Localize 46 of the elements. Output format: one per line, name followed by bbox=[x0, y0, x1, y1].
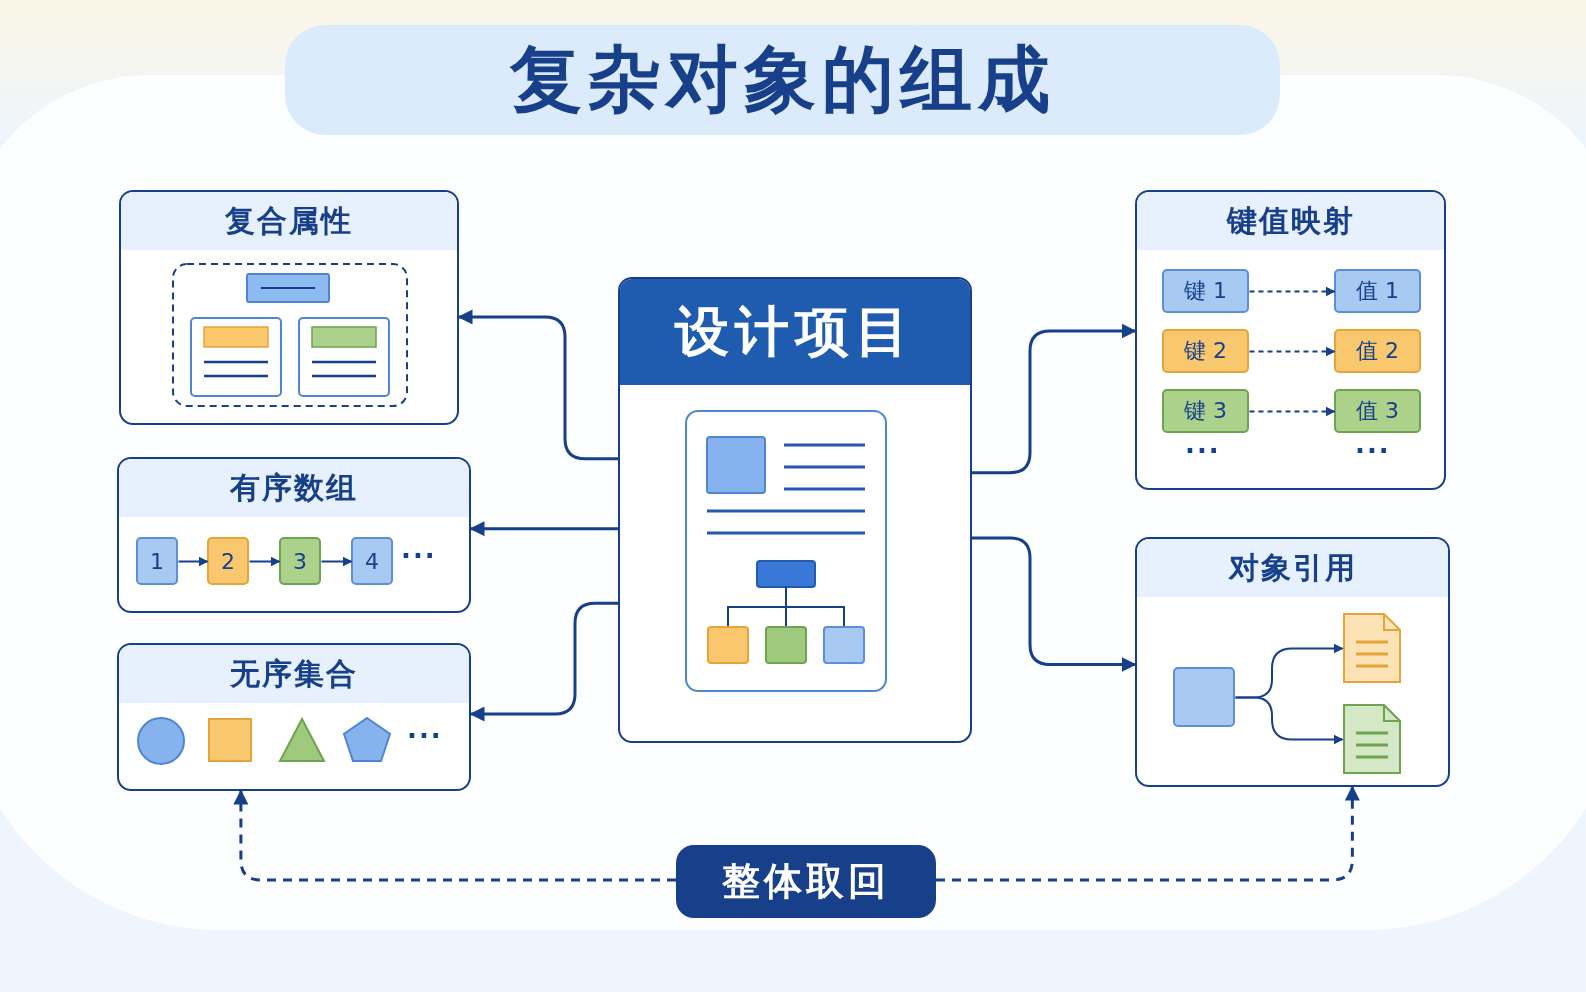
item-chip: 4 bbox=[351, 537, 393, 585]
arrow bbox=[469, 521, 618, 537]
panel-card bbox=[117, 457, 471, 613]
item-chip: 值 2 bbox=[1334, 329, 1421, 373]
item-chip: 键 2 bbox=[1162, 329, 1249, 373]
title: 复杂对象的组成 bbox=[509, 36, 1056, 123]
panel-title: 复合属性 bbox=[225, 201, 353, 240]
square-block bbox=[1173, 667, 1235, 727]
ellipsis: ··· bbox=[1355, 438, 1391, 464]
item-chip: 1 bbox=[136, 537, 178, 585]
panel-card bbox=[1135, 190, 1446, 490]
panel-card bbox=[1135, 537, 1450, 787]
arrow bbox=[972, 536, 1137, 672]
item-chip: 值 3 bbox=[1334, 389, 1421, 433]
item-chip: 2 bbox=[207, 537, 249, 585]
arrow bbox=[936, 785, 1360, 882]
arrow bbox=[457, 309, 618, 461]
action-pill bbox=[676, 845, 936, 918]
ellipsis: ··· bbox=[1185, 438, 1221, 464]
document-icon bbox=[1342, 703, 1402, 775]
item-chip: 键 3 bbox=[1162, 389, 1249, 433]
arrow bbox=[1248, 286, 1336, 297]
pill-label: 整体取回 bbox=[722, 858, 890, 905]
item-chip: 值 1 bbox=[1334, 269, 1421, 313]
arrow bbox=[1234, 696, 1344, 745]
panel-card bbox=[117, 643, 471, 791]
arrow bbox=[972, 323, 1137, 475]
panel-card bbox=[119, 190, 459, 425]
panel-title: 有序数组 bbox=[230, 468, 358, 507]
document-icon bbox=[1342, 612, 1402, 684]
ellipsis: ··· bbox=[407, 723, 443, 749]
panel-title: 设计项目 bbox=[675, 298, 915, 365]
item-chip: 键 1 bbox=[1162, 269, 1249, 313]
item-chip: 3 bbox=[279, 537, 321, 585]
arrow bbox=[1248, 406, 1336, 417]
main-card bbox=[618, 277, 972, 743]
panel-title: 对象引用 bbox=[1228, 548, 1357, 587]
arrow bbox=[469, 601, 618, 722]
arrow bbox=[1248, 346, 1336, 357]
panel-title: 无序集合 bbox=[230, 654, 358, 693]
arrow bbox=[177, 556, 209, 567]
ellipsis: ··· bbox=[401, 543, 437, 569]
arrow bbox=[233, 789, 676, 882]
arrow bbox=[248, 556, 281, 567]
arrow bbox=[320, 556, 353, 567]
panel-title: 键值映射 bbox=[1226, 201, 1355, 240]
